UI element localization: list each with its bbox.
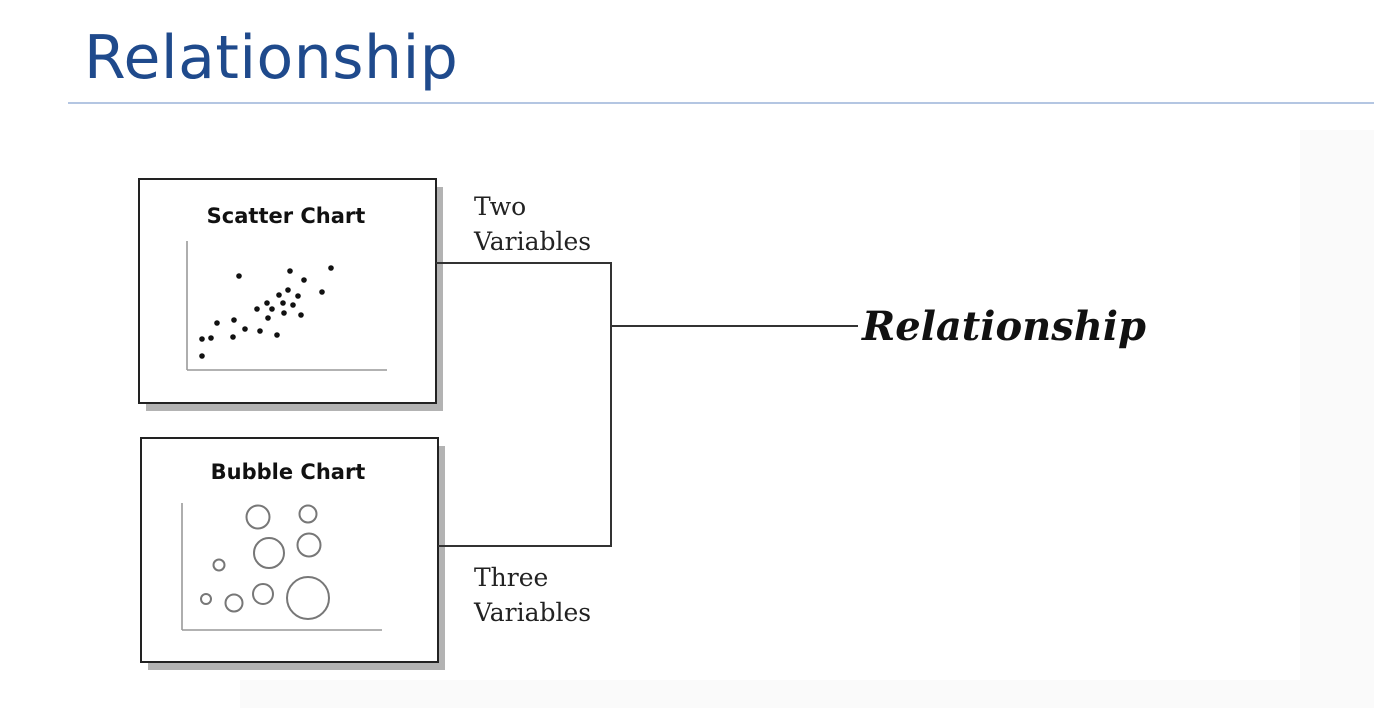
bubbles xyxy=(200,504,330,620)
scatter-point xyxy=(276,292,282,298)
scatter-point xyxy=(254,306,260,312)
slide-title: Relationship xyxy=(84,23,459,93)
bubble xyxy=(298,504,318,524)
scatter-point xyxy=(199,336,205,342)
bubble-chart-title: Bubble Chart xyxy=(211,460,366,484)
scatter-axes xyxy=(186,241,387,371)
scatter-point xyxy=(298,312,304,318)
title-divider xyxy=(68,102,1374,104)
background-watermark xyxy=(240,680,1374,708)
scatter-chart-card: Scatter Chart xyxy=(138,178,443,411)
connector-bracket xyxy=(436,262,858,547)
bubble xyxy=(224,593,244,613)
card-frame xyxy=(140,437,439,663)
bubble xyxy=(245,504,271,530)
scatter-chart-title: Scatter Chart xyxy=(207,204,366,228)
scatter-point xyxy=(295,293,301,299)
scatter-point xyxy=(269,306,275,312)
scatter-point xyxy=(287,268,293,274)
three-variables-label-line1: Three xyxy=(474,563,548,592)
scatter-point xyxy=(301,277,307,283)
scatter-point xyxy=(236,273,242,279)
bubble xyxy=(286,576,330,620)
scatter-point xyxy=(242,326,248,332)
relationship-label: Relationship xyxy=(861,303,1146,350)
scatter-point xyxy=(281,310,287,316)
three-variables-label-line2: Variables xyxy=(473,598,591,627)
scatter-point xyxy=(274,332,280,338)
bubble xyxy=(296,532,322,558)
bubble xyxy=(253,537,285,569)
bubble-axes xyxy=(181,503,382,631)
scatter-point xyxy=(264,300,270,306)
bubble xyxy=(212,558,226,572)
scatter-point xyxy=(230,334,236,340)
two-variables-label-line2: Variables xyxy=(473,227,591,256)
scatter-point xyxy=(319,289,325,295)
bracket-line xyxy=(436,262,612,547)
scatter-point xyxy=(265,315,271,321)
bubble xyxy=(252,583,274,605)
scatter-point xyxy=(214,320,220,326)
scatter-point xyxy=(199,353,205,359)
bubble xyxy=(200,593,212,605)
background-watermark xyxy=(1300,130,1374,708)
two-variables-label-line1: Two xyxy=(474,192,526,221)
scatter-point xyxy=(328,265,334,271)
scatter-points xyxy=(199,265,334,359)
scatter-point xyxy=(208,335,214,341)
scatter-point xyxy=(285,287,291,293)
scatter-point xyxy=(290,302,296,308)
scatter-point xyxy=(280,300,286,306)
bubble-chart-card: Bubble Chart xyxy=(140,437,445,670)
scatter-point xyxy=(231,317,237,323)
scatter-point xyxy=(257,328,263,334)
